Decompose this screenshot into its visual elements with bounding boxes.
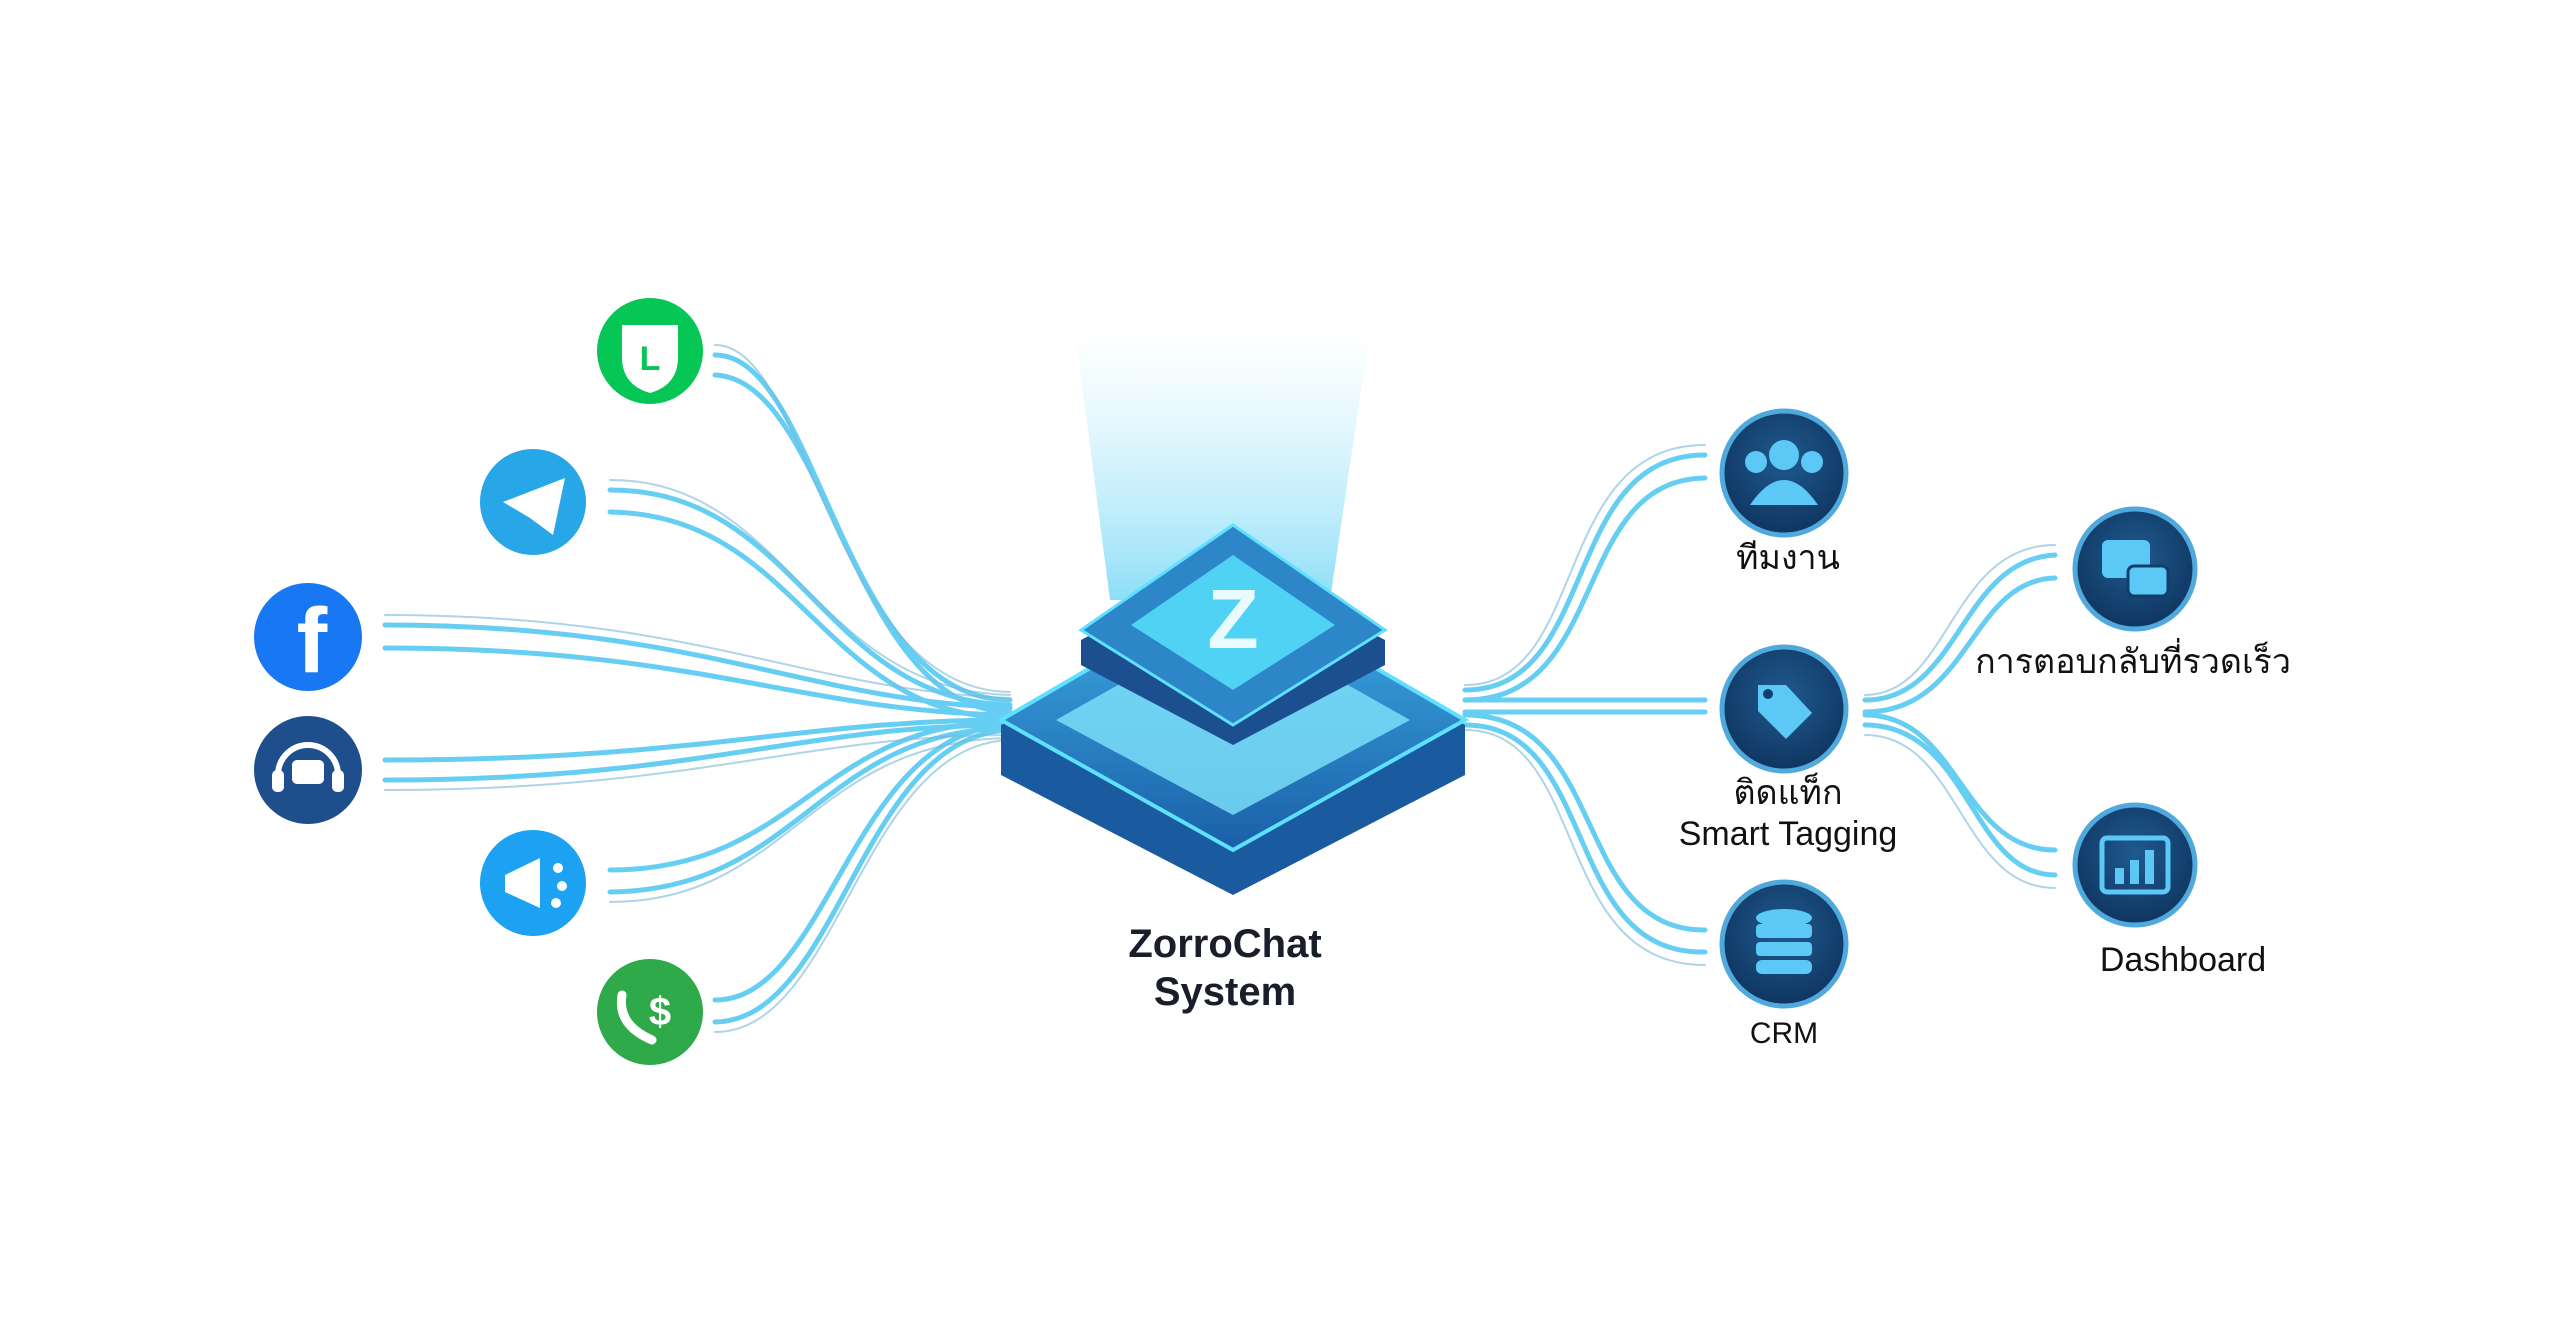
facebook-icon[interactable]: f bbox=[254, 583, 362, 692]
telegram-icon[interactable] bbox=[480, 449, 586, 555]
team-label: ทีมงาน bbox=[1736, 539, 1840, 577]
tag-icon[interactable] bbox=[1719, 644, 1849, 774]
phone-dollar-icon[interactable]: $ bbox=[597, 959, 703, 1065]
light-beam bbox=[1075, 330, 1370, 600]
system-title-line1: ZorroChat bbox=[1128, 922, 1322, 966]
tagging-label-thai: ติดแท็ก bbox=[1733, 774, 1843, 812]
fast-reply-label: การตอบกลับที่รวดเร็ว bbox=[1975, 643, 2291, 681]
left-connection-lines bbox=[382, 344, 1013, 1033]
line-icon[interactable]: L bbox=[597, 298, 703, 404]
headset-chat-icon[interactable] bbox=[254, 716, 362, 824]
central-platform: Z bbox=[996, 330, 1470, 895]
database-icon[interactable] bbox=[1719, 879, 1849, 1009]
team-icon[interactable] bbox=[1719, 408, 1849, 538]
tagging-label-english: Smart Tagging bbox=[1678, 814, 1898, 853]
system-title-line2: System bbox=[1153, 970, 1297, 1014]
dashboard-label: Dashboard bbox=[2099, 941, 2267, 979]
right-connection-lines bbox=[1462, 444, 2058, 966]
crm-label: CRM bbox=[1749, 1017, 1819, 1050]
dashboard-chart-icon[interactable] bbox=[2072, 802, 2198, 928]
chat-bubbles-icon[interactable] bbox=[2072, 506, 2198, 632]
svg-text:f: f bbox=[297, 590, 328, 692]
svg-text:L: L bbox=[640, 340, 661, 378]
zorrochat-logo-icon: Z bbox=[1207, 572, 1258, 666]
megaphone-icon[interactable] bbox=[480, 830, 586, 936]
svg-text:$: $ bbox=[649, 990, 671, 1034]
